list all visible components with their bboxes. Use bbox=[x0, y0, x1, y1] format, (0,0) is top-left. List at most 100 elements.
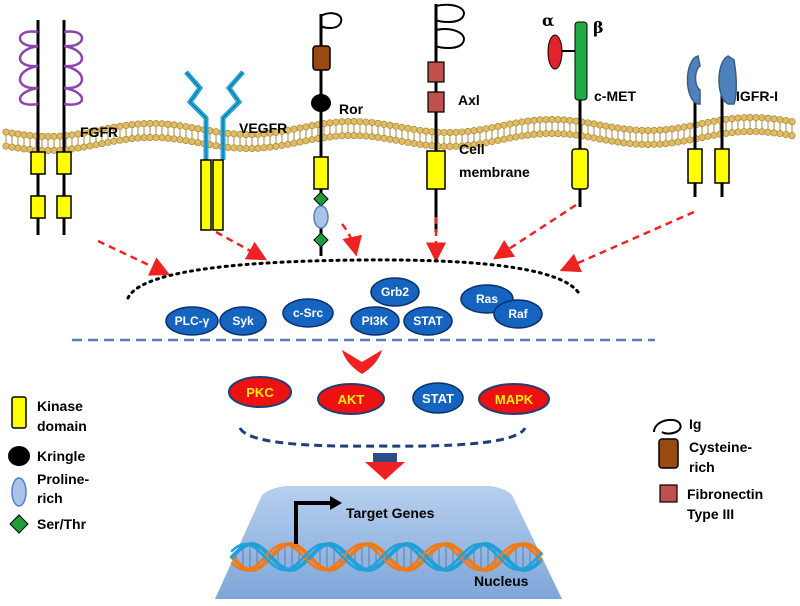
alpha-label: α bbox=[542, 11, 554, 30]
legend-fibronectin-label-2: Type III bbox=[687, 506, 734, 522]
node-stat: STAT bbox=[403, 306, 453, 336]
legend-kinase-label-2: domain bbox=[37, 418, 87, 434]
svg-text:c-Src: c-Src bbox=[293, 306, 323, 320]
downstream-chevron-shape bbox=[342, 350, 382, 374]
kinase-domain bbox=[30, 151, 46, 175]
kinase-domain bbox=[313, 156, 329, 190]
igfr-receptor: IGFR-I bbox=[686, 55, 778, 197]
svg-text:Syk: Syk bbox=[232, 314, 254, 328]
node-grb2: Grb2 bbox=[370, 277, 420, 307]
legend-cysteine-label-2: rich bbox=[689, 459, 715, 475]
legend-cysteine-label-1: Cysteine- bbox=[689, 439, 752, 455]
node-raf: Raf bbox=[493, 299, 543, 329]
effectors: PKC AKT STAT MAPK bbox=[228, 376, 550, 415]
cmet-receptor: α β c-MET bbox=[542, 11, 636, 207]
node-syk: Syk bbox=[219, 306, 267, 336]
beta-chain bbox=[574, 21, 588, 101]
kringle-domain bbox=[311, 94, 331, 112]
kinase-domain bbox=[687, 148, 703, 184]
transcription-arrowhead-icon bbox=[330, 496, 342, 510]
node-pi3k: PI3K bbox=[350, 306, 400, 336]
node-c-src: c-Src bbox=[282, 298, 334, 328]
legend-proline-label-2: rich bbox=[37, 490, 63, 506]
alpha-chain bbox=[547, 34, 563, 70]
legend-proline-label-1: Proline- bbox=[37, 471, 89, 487]
fibronectin-domain bbox=[427, 91, 445, 113]
node-plc-gamma: PLC-γ bbox=[165, 306, 219, 336]
ser-thr-domain bbox=[313, 232, 329, 248]
target-genes-label: Target Genes bbox=[346, 505, 435, 521]
ig-loop-icon bbox=[435, 3, 465, 23]
cmet-label: c-MET bbox=[594, 88, 636, 104]
signaling-nodes: PLC-γ Syk c-Src Grb2 PI3K STAT Ras Raf bbox=[165, 277, 543, 336]
igfr-alpha-subunit bbox=[686, 55, 701, 105]
effector-stat: STAT bbox=[412, 382, 464, 414]
cell-membrane bbox=[2, 114, 796, 155]
kinase-domain bbox=[56, 151, 72, 175]
legend-kinase-label-1: Kinase bbox=[37, 398, 83, 414]
legend-kringle-label: Kringle bbox=[37, 448, 85, 464]
effector-mapk: MAPK bbox=[478, 383, 550, 415]
kinase-domain bbox=[426, 150, 446, 190]
svg-text:PI3K: PI3K bbox=[362, 314, 389, 328]
kinase-domain bbox=[212, 159, 224, 231]
cell-membrane-label-2: membrane bbox=[459, 164, 530, 180]
transcription-arrow-icon bbox=[294, 501, 331, 544]
proline-rich-domain bbox=[313, 205, 329, 229]
nucleus: Target Genes Nucleus bbox=[215, 486, 562, 599]
svg-text:MAPK: MAPK bbox=[495, 392, 534, 407]
arrow bbox=[97, 239, 171, 276]
legend-fibronectin-icon bbox=[659, 484, 678, 503]
svg-text:Grb2: Grb2 bbox=[381, 285, 409, 299]
fgfr-label: FGFR bbox=[80, 124, 118, 140]
activation-arrows bbox=[97, 203, 695, 276]
fgfr-receptor: FGFR bbox=[18, 20, 118, 235]
ig-loop-icon bbox=[320, 12, 343, 29]
svg-text:Raf: Raf bbox=[508, 307, 528, 321]
effector-arc bbox=[238, 427, 527, 448]
svg-text:STAT: STAT bbox=[413, 314, 443, 328]
nucleus-label: Nucleus bbox=[474, 573, 529, 589]
arrow bbox=[492, 203, 577, 260]
fibronectin-domain bbox=[427, 61, 445, 83]
dna-helix bbox=[230, 542, 543, 572]
kinase-domain bbox=[200, 159, 212, 231]
kinase-domain bbox=[571, 148, 589, 190]
nucleus-arrow-icon bbox=[365, 453, 405, 480]
svg-text:Ras: Ras bbox=[476, 292, 498, 306]
ser-thr-domain bbox=[313, 191, 329, 207]
vegfr-label: VEGFR bbox=[239, 120, 287, 136]
legend-proline-icon bbox=[11, 477, 27, 507]
effector-pkc: PKC bbox=[228, 376, 292, 408]
svg-text:AKT: AKT bbox=[338, 392, 365, 407]
legend-ser-thr-icon bbox=[9, 514, 29, 534]
effector-akt: AKT bbox=[317, 383, 385, 415]
svg-text:PLC-γ: PLC-γ bbox=[175, 314, 210, 328]
legend-kringle-icon bbox=[8, 446, 30, 466]
legend-cysteine-icon bbox=[658, 438, 679, 469]
svg-text:PKC: PKC bbox=[246, 385, 274, 400]
igfr-label: IGFR-I bbox=[736, 88, 778, 104]
axl-receptor: Axl Cell membrane bbox=[426, 3, 530, 232]
signaling-complex-arc bbox=[126, 258, 582, 300]
legend-ig-label: Ig bbox=[689, 416, 701, 432]
igfr-alpha-subunit bbox=[718, 55, 738, 105]
beta-label: β bbox=[593, 18, 604, 37]
legend-ig-icon bbox=[653, 418, 682, 435]
legend-fibronectin-label-1: Fibronectin bbox=[687, 486, 763, 502]
axl-label: Axl bbox=[458, 92, 480, 108]
arrow bbox=[215, 230, 268, 261]
kinase-domain bbox=[714, 148, 730, 184]
arrow bbox=[341, 223, 362, 257]
legend-kinase-icon bbox=[11, 396, 27, 429]
cell-membrane-label-1: Cell bbox=[459, 141, 485, 157]
legend-left: Kinase domain Kringle Proline- rich Ser/… bbox=[8, 396, 89, 534]
kinase-domain bbox=[30, 195, 46, 219]
fgfr-ig-loops bbox=[18, 30, 84, 106]
ror-label: Ror bbox=[339, 101, 364, 117]
arrow bbox=[559, 210, 695, 273]
kinase-domain bbox=[56, 195, 72, 219]
legend-ser-thr-label: Ser/Thr bbox=[37, 516, 87, 532]
legend-right: Ig Cysteine- rich Fibronectin Type III bbox=[653, 416, 763, 522]
